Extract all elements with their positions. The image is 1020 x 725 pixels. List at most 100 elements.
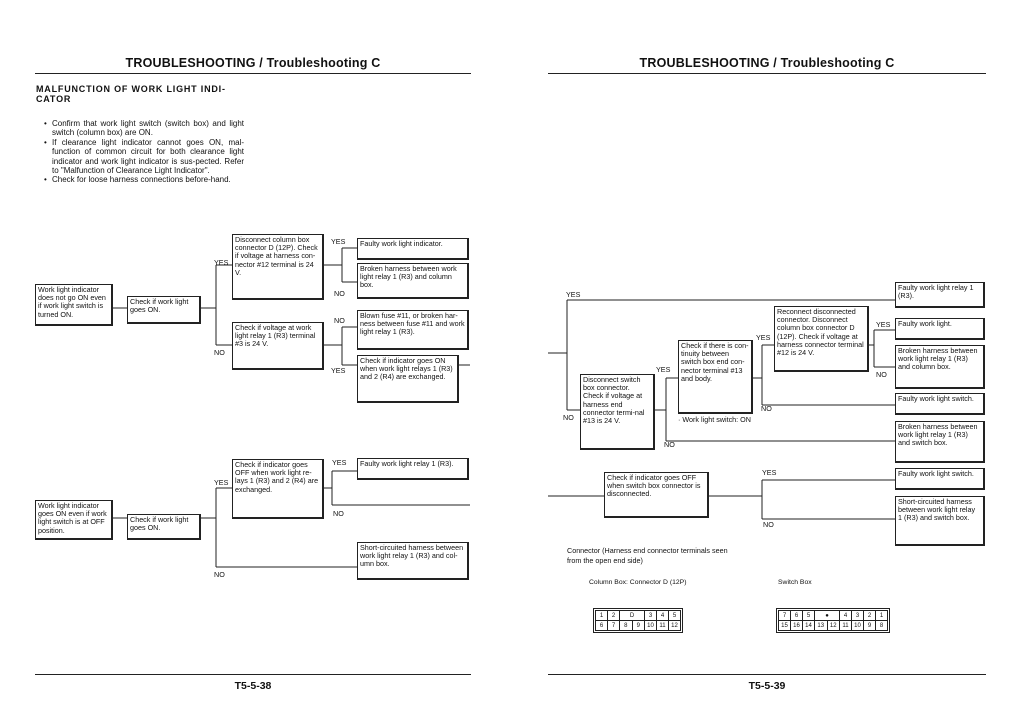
label-no: NO: [214, 570, 225, 579]
terminal: 7: [778, 610, 791, 621]
left-header-rule: [35, 73, 471, 74]
right-footer-rule: [548, 674, 986, 675]
terminal: 13: [814, 620, 828, 631]
label-yes: YES: [876, 320, 891, 329]
rflow2-check-indicator-off-box: Check if indicator goes OFF when switch …: [604, 472, 709, 518]
flow1-start-box: Work light indicator does not go ON even…: [35, 284, 113, 326]
bullet-item: •Check for loose harness connections bef…: [44, 175, 231, 185]
label-yes: YES: [332, 458, 347, 467]
bullet-item: •Confirm that work light switch (switch …: [44, 119, 244, 138]
terminal: 11: [656, 620, 669, 631]
right-page-number: T5-5-39: [748, 680, 786, 692]
terminal: 3: [644, 610, 657, 621]
flow1-result-blown-fuse: Blown fuse #11, or broken har-ness betwe…: [357, 310, 469, 350]
label-no: NO: [563, 413, 574, 422]
rflow1-continuity-check-box: Check if there is con-tinuity between sw…: [678, 340, 753, 414]
rflow1-result-faulty-work-light: Faulty work light.: [895, 318, 985, 340]
left-section-title: MALFUNCTION OF WORK LIGHT INDI- CATOR: [36, 84, 246, 104]
flow1-check-voltage-relay-box: Check if voltage at work light relay 1 (…: [232, 322, 324, 370]
label-no: NO: [664, 440, 675, 449]
flow2-result-short-circuit: Short-circuited harness between work lig…: [357, 542, 469, 580]
rflow1-result-broken-harness-switch: Broken harness between work light relay …: [895, 421, 985, 463]
terminal: 12: [826, 620, 840, 631]
terminal: 14: [802, 620, 815, 631]
rflow1-switch-on-note: · Work light switch: ON: [678, 415, 751, 424]
terminal: 8: [875, 620, 888, 631]
switch-box-caption: Switch Box: [778, 579, 812, 586]
label-no: NO: [763, 520, 774, 529]
rflow2-result-short-circuit: Short-circuited harness between work lig…: [895, 496, 985, 546]
label-no: NO: [334, 289, 345, 298]
label-no: NO: [214, 348, 225, 357]
flow2-check-work-light-box: Check if work light goes ON.: [127, 514, 201, 540]
connector-title: Connector (Harness end connector termina…: [567, 546, 728, 566]
label-yes: YES: [331, 366, 346, 375]
connector-row: 1 2 D 3 4 5: [595, 610, 681, 621]
terminal: 10: [644, 620, 657, 631]
bullet-item: •If clearance light indicator cannot goe…: [44, 137, 244, 176]
flow1-check-indicator-exchange: Check if indicator goes ON when work lig…: [357, 355, 459, 403]
column-box-connector: 1 2 D 3 4 5 6 7 8 9 10 11 12: [593, 608, 683, 633]
column-box-caption: Column Box: Connector D (12P): [589, 579, 687, 586]
left-page-number: T5-5-38: [234, 680, 272, 692]
left-footer-rule: [35, 674, 471, 675]
label-no: NO: [876, 370, 887, 379]
label-no: NO: [333, 509, 344, 518]
terminal: ●: [814, 610, 840, 621]
terminal: 4: [839, 610, 852, 621]
label-yes: YES: [656, 365, 671, 374]
terminal: D: [619, 610, 645, 621]
rflow1-reconnect-check-box: Reconnect disconnected connector. Discon…: [774, 306, 869, 372]
switch-box-connector: 7 6 5 ● 4 3 2 1 15 16 14 13 12 11 10 9 8: [776, 608, 890, 633]
terminal: 6: [595, 620, 608, 631]
terminal: 12: [668, 620, 681, 631]
terminal: 5: [802, 610, 815, 621]
connector-title-line2: from the open end side): [567, 556, 643, 565]
label-yes: YES: [756, 333, 771, 342]
terminal: 2: [863, 610, 876, 621]
terminal: 1: [595, 610, 608, 621]
terminal: 2: [607, 610, 620, 621]
right-header-rule: [548, 73, 986, 74]
terminal: 1: [875, 610, 888, 621]
label-yes: YES: [566, 290, 581, 299]
connector-title-line1: Connector (Harness end connector termina…: [567, 546, 728, 555]
terminal: 9: [631, 620, 645, 631]
flow2-check-indicator-off-box: Check if indicator goes OFF when work li…: [232, 459, 324, 519]
terminal: 3: [851, 610, 864, 621]
terminal: 4: [656, 610, 669, 621]
label-yes: YES: [331, 237, 346, 246]
rflow1-result-faulty-switch: Faulty work light switch.: [895, 393, 985, 415]
label-no: NO: [761, 404, 772, 413]
terminal: 15: [778, 620, 791, 631]
terminal: 16: [790, 620, 803, 631]
label-yes: YES: [762, 468, 777, 477]
right-page-header: TROUBLESHOOTING / Troubleshooting C: [639, 56, 895, 70]
left-bullets: •Confirm that work light switch (switch …: [44, 119, 244, 185]
connector-row: 7 6 5 ● 4 3 2 1: [778, 610, 888, 621]
rflow1-result-broken-harness-column: Broken harness between work light relay …: [895, 345, 985, 389]
rflow1-disconnect-switch-box: Disconnect switch box connector. Check i…: [580, 374, 655, 450]
terminal: 11: [839, 620, 852, 631]
terminal: 6: [790, 610, 803, 621]
label-no: NO: [334, 316, 345, 325]
label-yes: YES: [214, 478, 229, 487]
terminal: 10: [851, 620, 864, 631]
connector-row: 15 16 14 13 12 11 10 9 8: [778, 620, 888, 631]
flow1-disconnect-column-box: Disconnect column box connector D (12P).…: [232, 234, 324, 300]
terminal: 9: [863, 620, 876, 631]
flow1-result-faulty-indicator: Faulty work light indicator.: [357, 238, 469, 260]
flow2-start-box: Work light indicator goes ON even if wor…: [35, 500, 113, 540]
terminal: 5: [668, 610, 681, 621]
left-page-header: TROUBLESHOOTING / Troubleshooting C: [125, 56, 381, 70]
rflow2-result-faulty-switch: Faulty work light switch.: [895, 468, 985, 490]
section-title-line1: MALFUNCTION OF WORK LIGHT INDI-: [36, 84, 226, 94]
flow1-check-work-light-box: Check if work light goes ON.: [127, 296, 201, 324]
flow1-result-broken-harness: Broken harness between work light relay …: [357, 263, 469, 299]
connector-row: 6 7 8 9 10 11 12: [595, 620, 681, 631]
section-title-line2: CATOR: [36, 94, 72, 104]
terminal: 7: [607, 620, 620, 631]
rflow1-result-faulty-relay: Faulty work light relay 1 (R3).: [895, 282, 985, 308]
terminal: 8: [619, 620, 633, 631]
